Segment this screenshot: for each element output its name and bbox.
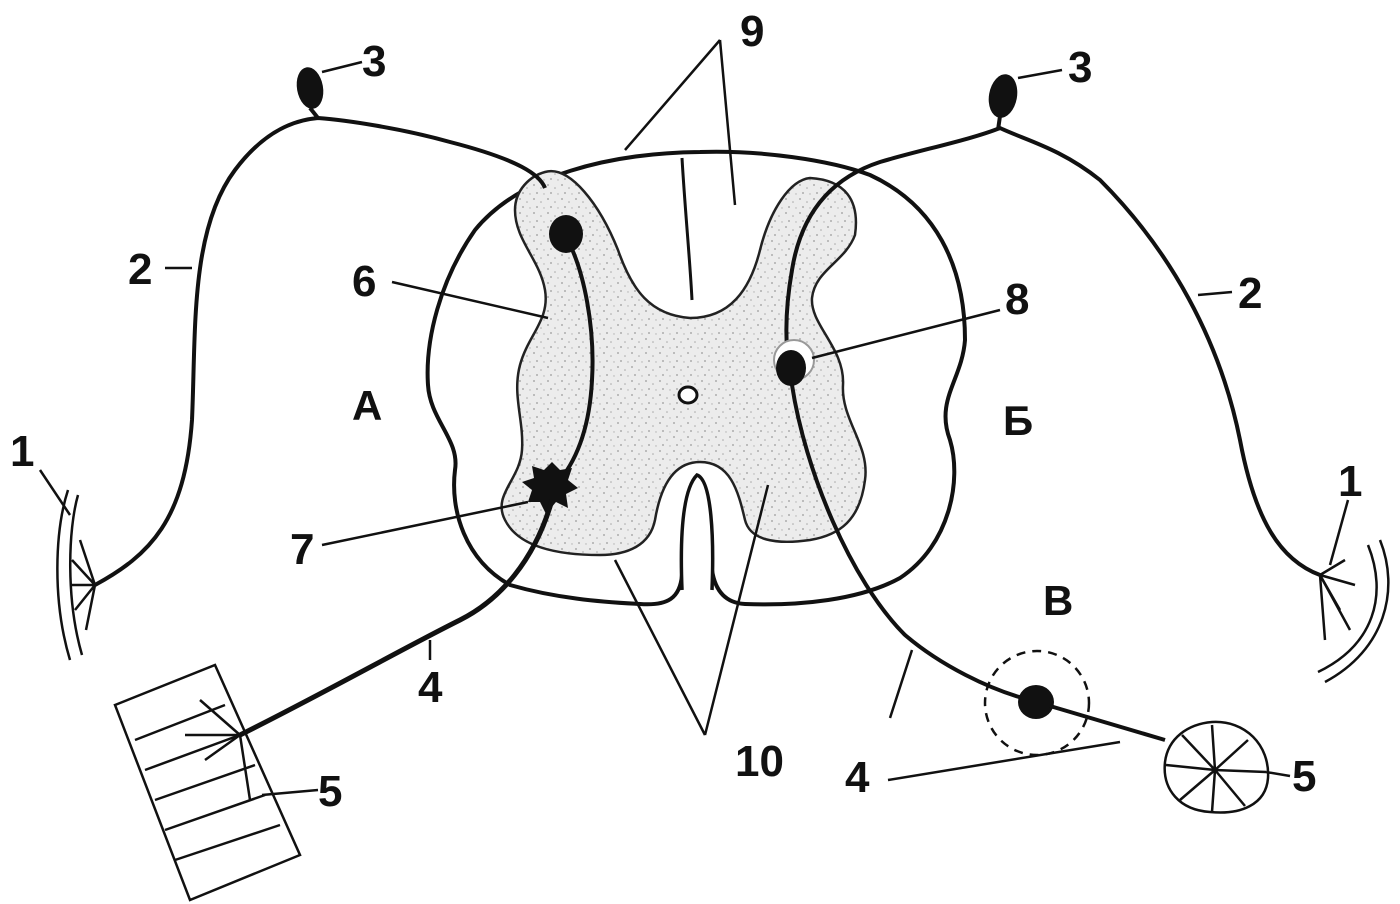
- label-6: 6: [352, 260, 376, 304]
- label-1-right-leader: [1330, 500, 1348, 565]
- label-3-left-leader: [322, 62, 362, 72]
- central-canal: [679, 387, 697, 403]
- label-5-left: 5: [318, 770, 342, 814]
- label-arc-a: А: [352, 385, 382, 427]
- label-1-right: 1: [1338, 460, 1362, 504]
- receptor-left: [57, 490, 95, 660]
- receptor-right: [1318, 540, 1388, 682]
- effector-gland-right: [1165, 722, 1268, 813]
- label-5-right: 5: [1292, 755, 1316, 799]
- label-4-right: 4: [845, 756, 869, 800]
- label-5-right-leader: [1266, 772, 1290, 776]
- label-3-right-leader: [1018, 70, 1062, 78]
- label-8: 8: [1005, 278, 1029, 322]
- interneuron-body: [549, 215, 583, 253]
- sensory-neuron-right: [985, 72, 1020, 120]
- ganglion-neuron: [1018, 685, 1054, 719]
- label-9: 9: [740, 10, 764, 54]
- label-7: 7: [290, 528, 314, 572]
- autonomic-neuron-body: [776, 350, 806, 386]
- effector-muscle-left: [115, 665, 300, 900]
- label-2-right: 2: [1238, 272, 1262, 316]
- sensory-neuron-right-stem: [998, 116, 1000, 130]
- label-arc-b: Б: [1003, 400, 1033, 442]
- label-10: 10: [735, 740, 784, 784]
- label-3-left: 3: [362, 40, 386, 84]
- label-ganglion-v: В: [1043, 580, 1073, 622]
- label-2-left: 2: [128, 248, 152, 292]
- label-1-left-leader: [40, 470, 70, 515]
- label-3-right: 3: [1068, 46, 1092, 90]
- postganglionic-fiber: [1050, 706, 1165, 740]
- label-4-left: 4: [418, 666, 442, 710]
- sensory-neuron-left: [294, 65, 327, 111]
- label-2-right-leader: [1198, 292, 1232, 295]
- label-1-left: 1: [10, 430, 34, 474]
